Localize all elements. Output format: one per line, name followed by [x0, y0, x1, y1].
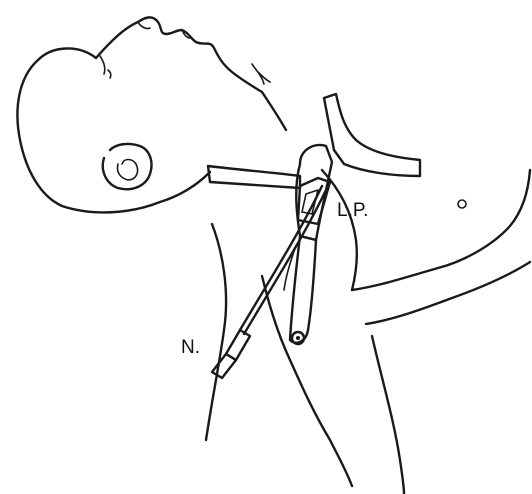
ear-outline — [103, 144, 152, 189]
chin-beard — [252, 64, 270, 84]
ear-inner — [117, 160, 137, 181]
needle-syringe — [212, 354, 236, 378]
face-profile — [96, 17, 262, 92]
suprasternal-mark — [458, 200, 466, 208]
device-tip-core — [296, 336, 300, 340]
label-lp: L.P. — [337, 201, 368, 220]
back-neck-line — [206, 224, 226, 440]
chest-line — [366, 262, 530, 324]
sternum-line — [372, 336, 404, 494]
head-outline — [17, 48, 210, 212]
nose-line — [138, 22, 150, 29]
upper-shoulder-line — [262, 276, 352, 486]
chin-line — [262, 92, 286, 130]
vessel-upper — [324, 94, 420, 176]
vessel-horizontal — [208, 166, 300, 188]
label-n: N. — [181, 338, 200, 357]
clavicle-line — [352, 170, 530, 290]
eye-brow — [100, 56, 111, 78]
